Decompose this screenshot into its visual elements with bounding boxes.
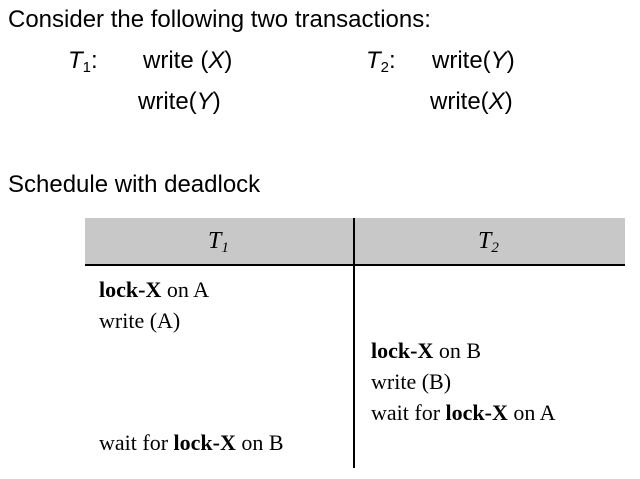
t1-lock-a: lock-X on A	[99, 277, 210, 302]
intro-text: Consider the following two transactions:	[8, 6, 431, 33]
schedule-table: T1 T2 lock-X on A write (A) lock-X on B …	[85, 218, 625, 468]
column-header-t1: T1	[208, 228, 229, 256]
t1-write-a: write (A)	[99, 308, 181, 333]
t1-op-2: write(Y)	[138, 88, 221, 115]
t2-label: T2:	[366, 47, 396, 76]
table-header: T1 T2	[85, 218, 625, 266]
t2-lock-b: lock-X on B	[371, 338, 482, 363]
t1-label: T1:	[68, 47, 98, 76]
t2-wait-lock-a: wait for lock-X on A	[371, 400, 556, 425]
column-divider	[353, 218, 355, 468]
schedule-title: Schedule with deadlock	[8, 171, 261, 198]
t2-op-1: write(Y)	[432, 47, 515, 74]
column-header-t2: T2	[478, 228, 499, 256]
t2-op-2: write(X)	[430, 88, 513, 115]
t1-wait-lock-b: wait for lock-X on B	[99, 430, 284, 455]
t1-op-1: write (X)	[143, 47, 233, 74]
t2-write-b: write (B)	[371, 369, 452, 394]
